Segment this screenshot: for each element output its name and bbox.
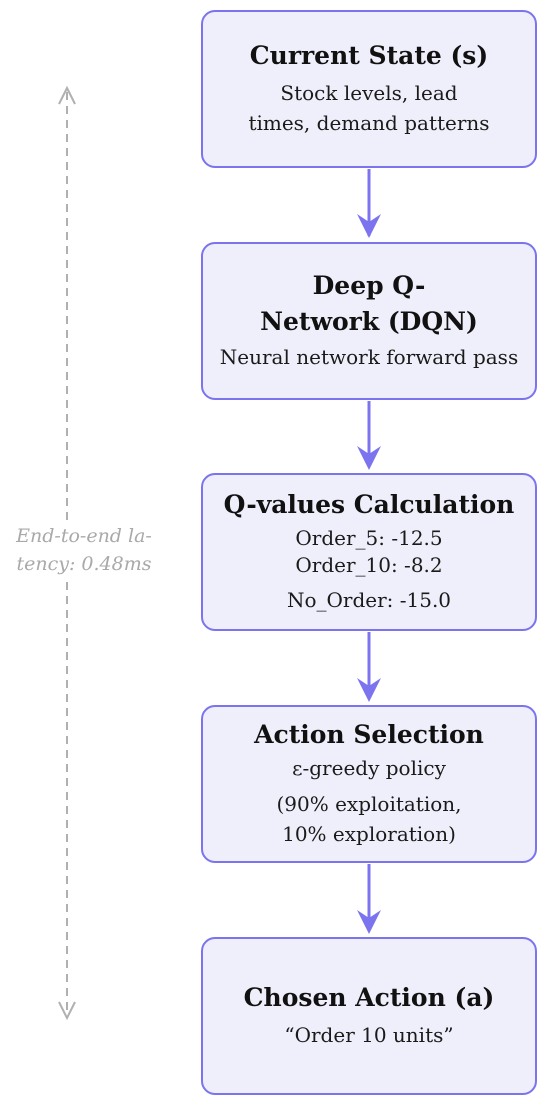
- node-current-state: Current State (s) Stock levels, lead tim…: [201, 10, 537, 168]
- arrow-state-to-dqn: [357, 169, 381, 238]
- node-text-line: ε-greedy policy: [292, 756, 446, 780]
- node-text-line: 10% exploration): [282, 822, 456, 846]
- arrow-dqn-to-qvalues: [357, 401, 381, 470]
- node-title: Q-values Calculation: [223, 490, 515, 519]
- node-title-line: Network (DQN): [260, 307, 478, 336]
- node-title-line: Deep Q-: [312, 271, 426, 300]
- node-q-value-no-order: No_Order: -15.0: [286, 588, 452, 612]
- node-title: Chosen Action (a): [243, 983, 495, 1012]
- arrow-selection-to-action: [357, 864, 381, 934]
- latency-label-line: End-to-end la-: [16, 525, 152, 547]
- node-action-selection: Action Selection ε-greedy policy (90% ex…: [201, 705, 537, 863]
- node-text-line: “Order 10 units”: [284, 1023, 454, 1047]
- node-q-value-order-5: Order_5: -12.5: [295, 526, 443, 550]
- node-title: Action Selection: [254, 720, 484, 749]
- node-chosen-action: Chosen Action (a) “Order 10 units”: [201, 937, 537, 1095]
- node-deep-q-network: Deep Q- Network (DQN) Neural network for…: [201, 242, 537, 400]
- node-text-line: times, demand patterns: [248, 111, 490, 135]
- node-text-line: (90% exploitation,: [276, 792, 462, 816]
- latency-label: End-to-end la- tency: 0.48ms: [6, 522, 162, 578]
- node-text-line: Neural network forward pass: [219, 345, 519, 369]
- node-title: Current State (s): [249, 41, 489, 70]
- node-q-value-order-10: Order_10: -8.2: [295, 553, 443, 577]
- node-q-values-calculation: Q-values Calculation Order_5: -12.5 Orde…: [201, 473, 537, 631]
- node-text-line: Stock levels, lead: [280, 81, 458, 105]
- arrow-qvalues-to-selection: [357, 632, 381, 702]
- latency-label-line: tency: 0.48ms: [16, 553, 152, 575]
